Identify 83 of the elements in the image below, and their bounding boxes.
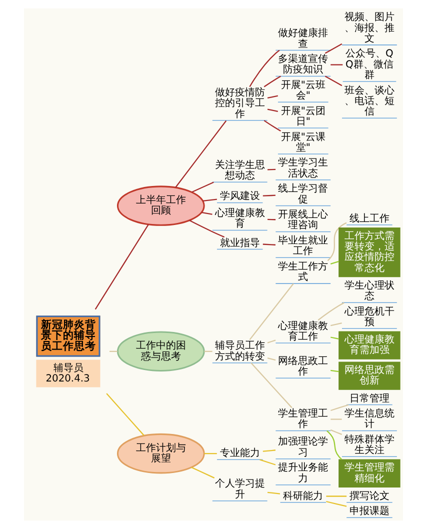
- connector: [330, 322, 342, 326]
- node-text: 心理健康教育工作: [278, 320, 328, 343]
- node-text: 毕业生就业工作: [278, 235, 328, 258]
- node-text: 学生心理状态: [344, 280, 394, 302]
- node-text: 个人学习提升: [214, 478, 265, 500]
- connector: [267, 340, 276, 344]
- node-text: 做好健康排查: [278, 28, 328, 50]
- node-box: 工作方式需要转变，适应疫情防控常态化: [338, 228, 400, 278]
- connector: [189, 220, 225, 238]
- node-text: 线上工作: [349, 213, 390, 224]
- node-text: 学生信息统计: [344, 408, 394, 430]
- connector: [250, 362, 292, 408]
- connector: [94, 224, 149, 310]
- connector: [330, 260, 340, 264]
- connector: [268, 168, 276, 170]
- node-box: 心理健康教育需加强: [338, 331, 400, 360]
- node-box: 学生管理需精细化: [338, 459, 400, 488]
- connector: [330, 418, 342, 420]
- connector: [204, 453, 217, 454]
- node-text: 做好疫情防控的引导工作: [214, 88, 265, 120]
- node-text: 加强理论学习: [278, 436, 328, 458]
- connector: [192, 182, 214, 193]
- connector: [330, 404, 349, 412]
- node-text: 开展"云课堂": [280, 132, 326, 154]
- node-text: 辅导员工作方式的转变: [214, 340, 265, 362]
- node-ellipse: 上半年工作回顾: [116, 186, 205, 226]
- connector: [106, 393, 144, 436]
- connector: [324, 76, 342, 86]
- connector: [202, 198, 217, 202]
- node-text: 学风建设: [220, 191, 260, 202]
- node-text: 申报课题: [349, 506, 390, 518]
- connector: [318, 302, 344, 321]
- node-text: 学生管理工作: [278, 408, 328, 430]
- connector: [264, 120, 281, 132]
- connector: [267, 108, 278, 112]
- node-text: 网络思政工作: [278, 356, 328, 378]
- connector: [330, 429, 342, 435]
- connector: [326, 500, 347, 507]
- node-text: 提升业务能力: [278, 462, 328, 484]
- node-text: 公众号、QQ群、微信群: [346, 48, 394, 82]
- connector: [330, 336, 339, 340]
- node-text: 日常管理: [349, 393, 390, 404]
- connector: [264, 76, 281, 88]
- connector: [201, 212, 212, 215]
- node-text: 开展"云班会": [280, 80, 326, 102]
- connector: [249, 283, 294, 340]
- connector: [175, 120, 227, 188]
- connector: [330, 370, 339, 372]
- connector: [330, 64, 343, 66]
- node-text: 就业指导: [220, 238, 260, 249]
- node-text: 学生工作方式: [278, 261, 328, 284]
- connector: [267, 492, 280, 494]
- node-text: 专业能力: [220, 448, 260, 460]
- node-text: 学生学习生活状态: [278, 158, 328, 180]
- node-text: 开展"云团日": [280, 106, 326, 128]
- node-box: 网络思政需创新: [338, 362, 400, 390]
- node-text: 特殊群体学生关注: [344, 434, 394, 456]
- connector: [262, 450, 276, 452]
- connector: [267, 358, 276, 361]
- node-text: 线上学习督促: [278, 184, 328, 206]
- connector: [327, 222, 347, 262]
- node-text: 撰写论文: [349, 490, 390, 502]
- connector: [267, 95, 278, 99]
- connector: [324, 43, 342, 54]
- connector: [326, 496, 347, 497]
- node-text: 心理危机干预: [344, 306, 394, 328]
- connector: [326, 430, 342, 460]
- node-text: 开展线上心理咨询: [278, 210, 328, 232]
- node-text: 班会、谈心、电话、短信: [344, 85, 394, 118]
- connector: [260, 459, 276, 466]
- connector: [262, 194, 276, 196]
- node-label: 辅导员 2020.4.3: [46, 362, 90, 384]
- connector: [204, 350, 212, 352]
- node-text: 多渠道宣传防疫知识: [278, 54, 328, 76]
- node-text: 科研能力: [283, 490, 324, 502]
- node-ellipse: 工作中的困惑与思考: [116, 331, 205, 372]
- node-text: 心理健康教育: [214, 208, 265, 230]
- node-text: 视频、图片、海报、推文: [344, 12, 394, 44]
- node-text: 关注学生思想动态: [214, 160, 265, 182]
- connector: [262, 244, 276, 246]
- node-ellipse: 工作计划与展望: [116, 433, 205, 474]
- connector: [191, 466, 215, 478]
- connector: [249, 50, 280, 88]
